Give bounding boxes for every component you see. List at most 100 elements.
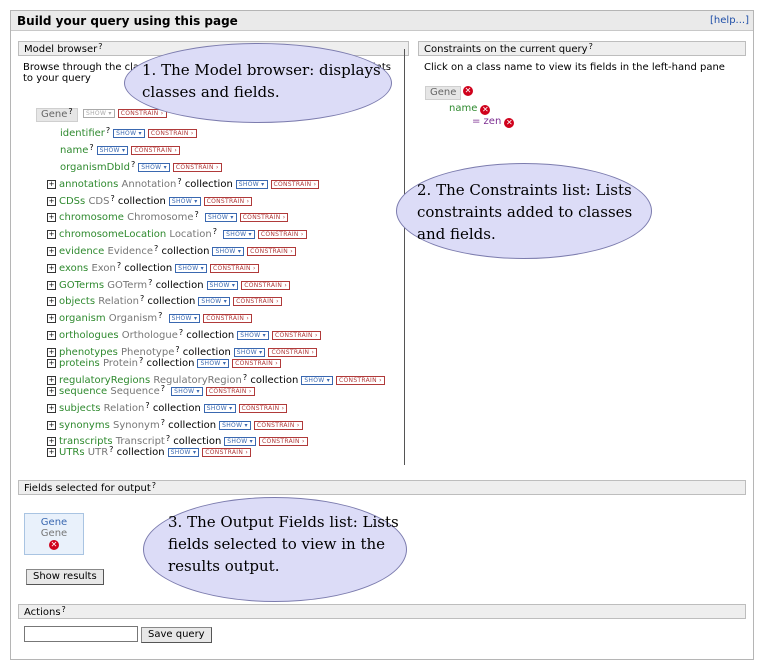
tree-reference-organism[interactable]: +organism Organism? SHOW ▾CONSTRAIN › (47, 311, 253, 325)
constraint-class-gene[interactable]: Gene (425, 86, 462, 100)
help-icon[interactable]: ? (212, 227, 217, 236)
expand-icon[interactable]: + (47, 281, 56, 290)
expand-icon[interactable]: + (47, 348, 56, 357)
expand-icon[interactable]: + (47, 359, 56, 368)
remove-field-icon[interactable]: ✕ (480, 105, 491, 115)
constrain-button[interactable]: CONSTRAIN › (232, 359, 281, 368)
show-results-button[interactable]: Show results (26, 569, 104, 585)
constrain-button[interactable]: CONSTRAIN › (258, 437, 308, 446)
expand-icon[interactable]: + (47, 197, 56, 206)
constraint-field-name[interactable]: name✕ (449, 103, 491, 115)
help-icon[interactable]: ? (116, 261, 122, 270)
tree-reference-sequence[interactable]: +sequence Sequence? SHOW ▾CONSTRAIN › (47, 384, 255, 398)
expand-icon[interactable]: + (47, 297, 56, 306)
constrain-button[interactable]: CONSTRAIN › (117, 109, 167, 118)
show-button[interactable]: SHOW ▾ (113, 129, 145, 138)
constrain-button[interactable]: CONSTRAIN › (336, 376, 385, 385)
help-icon[interactable]: ? (68, 107, 73, 116)
expand-icon[interactable]: + (47, 404, 56, 413)
help-icon[interactable]: ? (151, 481, 157, 490)
show-button[interactable]: SHOW ▾ (198, 297, 231, 306)
constrain-button[interactable]: CONSTRAIN › (241, 281, 291, 290)
constrain-button[interactable]: CONSTRAIN › (247, 247, 296, 256)
show-button[interactable]: SHOW ▾ (223, 230, 255, 239)
tree-attribute-organismDbId[interactable]: organismDbId?SHOW ▾CONSTRAIN › (60, 160, 222, 174)
show-button[interactable]: SHOW ▾ (212, 247, 245, 256)
constrain-button[interactable]: CONSTRAIN › (239, 213, 289, 222)
expand-icon[interactable]: + (47, 230, 56, 239)
show-button[interactable]: SHOW ▾ (83, 109, 115, 118)
tree-root-gene[interactable]: Gene? (36, 107, 78, 122)
help-icon[interactable]: ? (139, 294, 145, 303)
help-icon[interactable]: ? (98, 42, 103, 51)
expand-icon[interactable]: + (47, 213, 56, 222)
show-button[interactable]: SHOW ▾ (206, 281, 239, 290)
expand-icon[interactable]: + (47, 387, 56, 396)
help-icon[interactable]: ? (109, 445, 114, 454)
constrain-button[interactable]: CONSTRAIN › (172, 163, 222, 172)
constrain-button[interactable]: CONSTRAIN › (203, 314, 253, 323)
tree-attribute-identifier[interactable]: identifier?SHOW ▾CONSTRAIN › (60, 126, 197, 140)
help-icon[interactable]: ? (160, 384, 165, 393)
tree-reference-regulatoryRegions[interactable]: +regulatoryRegions RegulatoryRegion? col… (47, 373, 385, 387)
expand-icon[interactable]: + (47, 437, 56, 446)
constrain-button[interactable]: CONSTRAIN › (238, 404, 288, 413)
show-button[interactable]: SHOW ▾ (233, 348, 266, 357)
help-icon[interactable]: ? (154, 244, 159, 253)
show-button[interactable]: SHOW ▾ (224, 437, 256, 446)
constrain-button[interactable]: CONSTRAIN › (233, 297, 282, 306)
remove-class-icon[interactable]: ✕ (463, 86, 473, 96)
constrain-button[interactable]: CONSTRAIN › (205, 387, 255, 396)
help-icon[interactable]: ? (588, 42, 593, 51)
expand-icon[interactable]: + (47, 314, 56, 323)
remove-output-icon[interactable]: ✕ (49, 540, 59, 550)
help-link[interactable]: [help...] (710, 15, 749, 26)
help-icon[interactable]: ? (175, 345, 180, 354)
help-icon[interactable]: ? (177, 177, 182, 186)
show-button[interactable]: SHOW ▾ (168, 314, 201, 323)
help-icon[interactable]: ? (105, 126, 111, 135)
remove-constraint-icon[interactable]: ✕ (504, 118, 515, 128)
constrain-button[interactable]: CONSTRAIN › (131, 146, 181, 155)
expand-icon[interactable]: + (47, 331, 56, 340)
help-icon[interactable]: ? (61, 605, 66, 614)
help-icon[interactable]: ? (130, 160, 136, 169)
help-icon[interactable]: ? (165, 434, 171, 443)
help-icon[interactable]: ? (145, 401, 150, 410)
constrain-button[interactable]: CONSTRAIN › (147, 129, 197, 138)
save-query-button[interactable]: Save query (141, 627, 212, 643)
expand-icon[interactable]: + (47, 247, 56, 256)
show-button[interactable]: SHOW ▾ (237, 331, 269, 340)
tree-reference-chromosomeLocation[interactable]: +chromosomeLocation Location? SHOW ▾CONS… (47, 227, 307, 241)
constrain-button[interactable]: CONSTRAIN › (253, 421, 303, 430)
constrain-button[interactable]: CONSTRAIN › (209, 264, 259, 273)
show-button[interactable]: SHOW ▾ (197, 359, 230, 368)
show-button[interactable]: SHOW ▾ (301, 376, 334, 385)
constrain-button[interactable]: CONSTRAIN › (203, 197, 253, 206)
show-button[interactable]: SHOW ▾ (96, 146, 129, 155)
show-button[interactable]: SHOW ▾ (204, 213, 237, 222)
show-button[interactable]: SHOW ▾ (168, 197, 201, 206)
output-field-card[interactable]: Gene Gene ✕ (24, 513, 84, 555)
constrain-button[interactable]: CONSTRAIN › (271, 331, 321, 340)
show-button[interactable]: SHOW ▾ (175, 264, 207, 273)
help-icon[interactable]: ? (110, 194, 115, 203)
show-button[interactable]: SHOW ▾ (138, 163, 170, 172)
show-button[interactable]: SHOW ▾ (171, 387, 203, 396)
show-button[interactable]: SHOW ▾ (235, 180, 268, 189)
help-icon[interactable]: ? (242, 373, 248, 382)
tree-attribute-name[interactable]: name?SHOW ▾CONSTRAIN › (60, 143, 181, 157)
